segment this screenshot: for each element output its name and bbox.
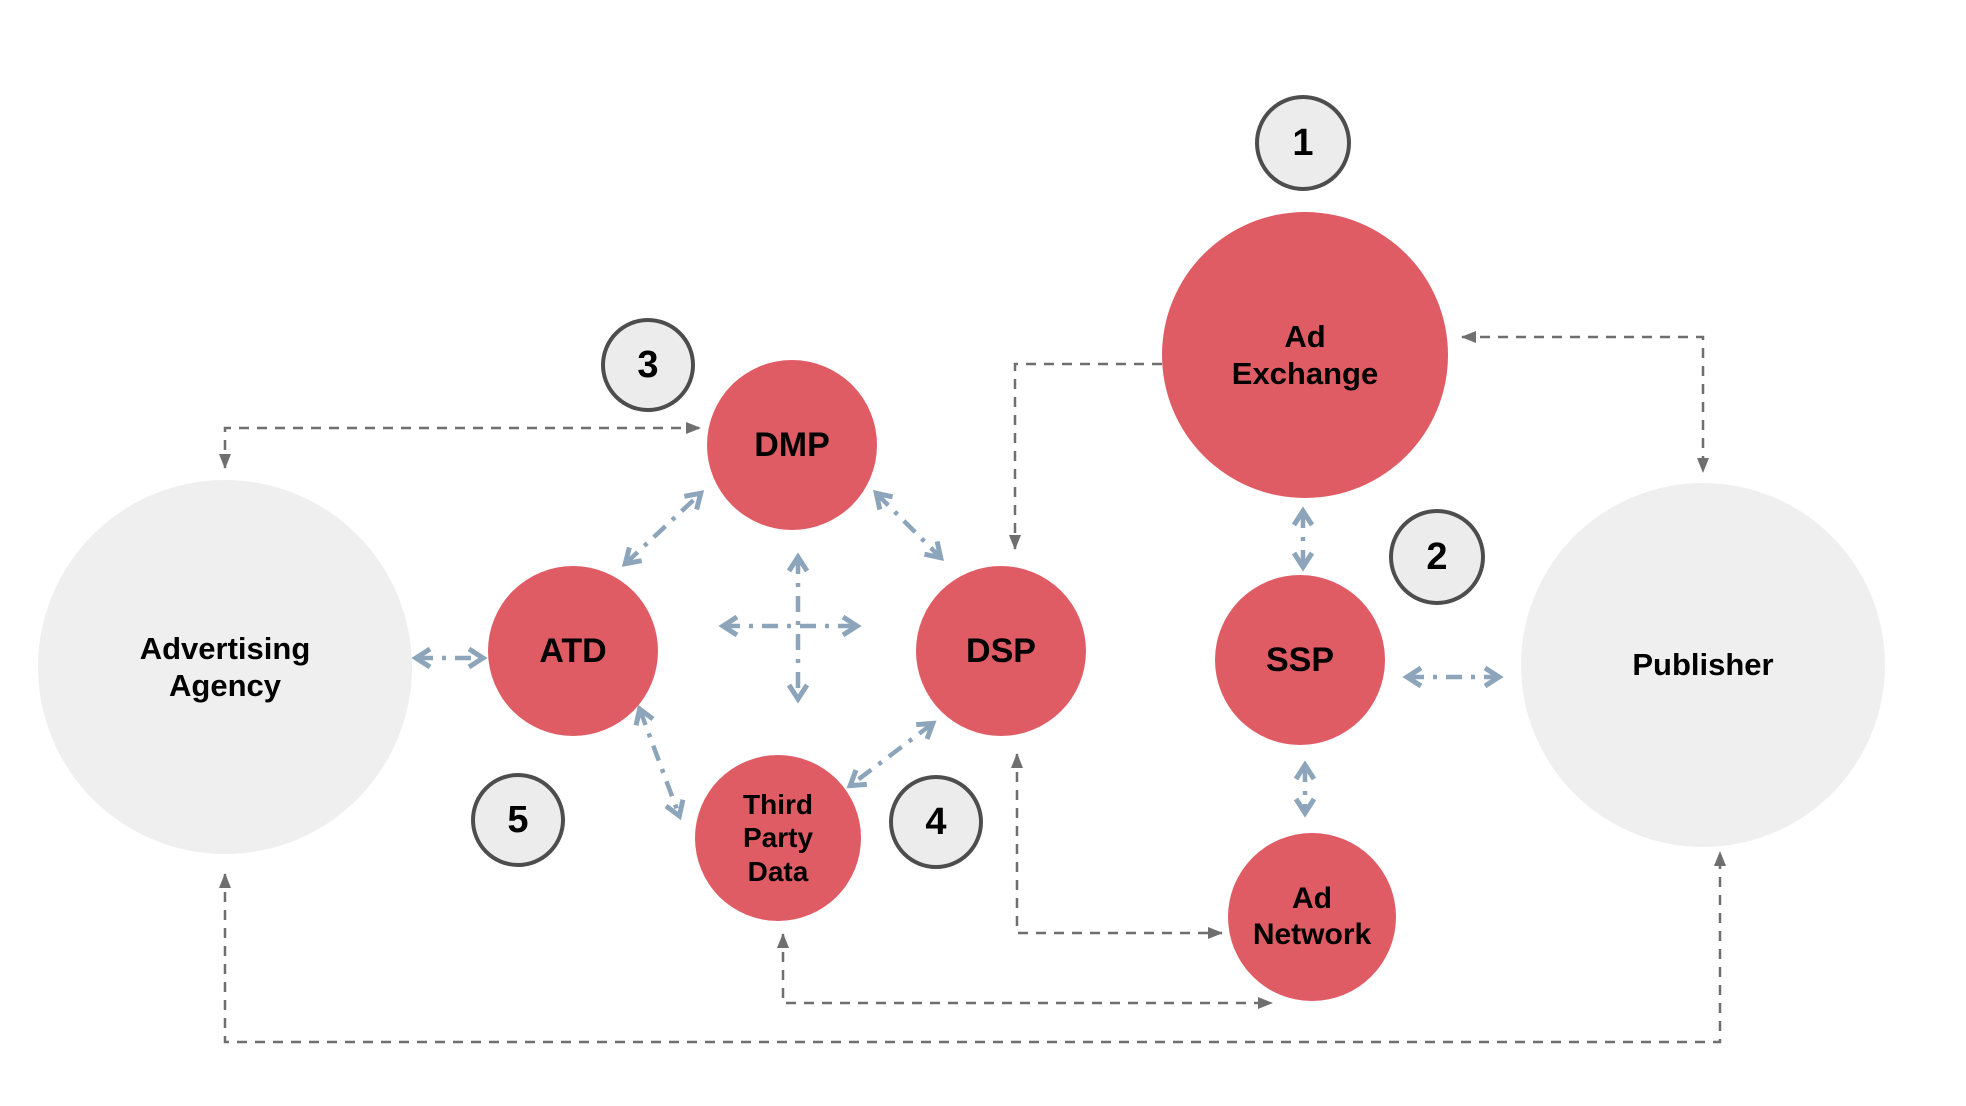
badge-step-5: 5 — [471, 773, 565, 867]
node-advertising-agency-label: Advertising Agency — [139, 630, 311, 703]
node-dsp: DSP — [916, 566, 1086, 736]
double-arrow-atd-dmp — [621, 490, 705, 567]
node-third-party-data: Third Party Data — [695, 755, 861, 921]
node-ad-network: Ad Network — [1228, 833, 1396, 1001]
badge-step-4: 4 — [889, 775, 983, 869]
dashed-arrow-dsp-adnetwork — [1011, 753, 1223, 939]
double-arrow-dsp-thirdpartydata — [846, 720, 937, 789]
double-arrow-dmp-dsp — [873, 490, 944, 561]
node-ad-network-label: Ad Network — [1252, 882, 1372, 951]
badge-step-2: 2 — [1389, 509, 1485, 605]
node-ssp: SSP — [1215, 575, 1385, 745]
badge-step-1: 1 — [1255, 95, 1351, 191]
node-dsp-label: DSP — [966, 631, 1036, 670]
node-dmp-label: DMP — [754, 425, 830, 464]
node-ad-exchange: Ad Exchange — [1162, 212, 1448, 498]
double-arrow-atd-thirdpartydata — [633, 704, 686, 821]
node-ad-exchange-label: Ad Exchange — [1231, 318, 1379, 391]
dashed-arrow-adexchange-dsp — [1009, 362, 1162, 550]
node-publisher: Publisher — [1521, 483, 1885, 847]
dashed-arrow-agency-dmp — [219, 422, 701, 469]
node-dmp: DMP — [707, 360, 877, 530]
node-ssp-label: SSP — [1265, 640, 1335, 679]
badge-step-3-number: 3 — [637, 343, 659, 386]
node-third-party-data-label: Third Party Data — [742, 788, 814, 887]
node-atd: ATD — [488, 566, 658, 736]
badge-step-4-number: 4 — [925, 800, 947, 843]
dashed-arrow-adexchange-publisher — [1461, 331, 1709, 473]
badge-step-1-number: 1 — [1292, 121, 1314, 164]
node-advertising-agency: Advertising Agency — [38, 480, 412, 854]
dashed-arrow-agency-publisher — [219, 851, 1726, 1044]
badge-step-3: 3 — [601, 318, 695, 412]
dashed-arrow-thirdpartydata-adnetwork — [777, 933, 1273, 1009]
node-publisher-label: Publisher — [1632, 647, 1774, 683]
badge-step-2-number: 2 — [1426, 535, 1448, 578]
badge-step-5-number: 5 — [507, 798, 529, 841]
node-atd-label: ATD — [539, 631, 607, 670]
